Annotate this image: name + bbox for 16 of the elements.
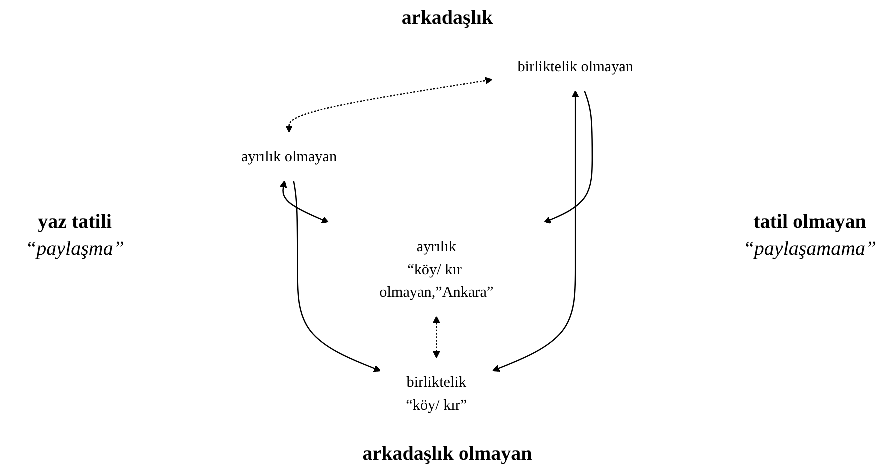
bracket-label: arkadaşlık — [402, 6, 494, 30]
arrow — [492, 90, 580, 372]
arrow — [286, 77, 493, 133]
node-text: birliktelik olmayan — [518, 58, 634, 75]
node-text: ayrılık olmayan — [242, 148, 338, 165]
node-text: birliktelik “köy/ kır” — [406, 374, 468, 414]
arrow — [293, 180, 382, 372]
arrow — [544, 90, 594, 224]
bracket-label: “paylaşma” — [26, 238, 124, 261]
bracket-label: yaz tatili — [38, 211, 112, 234]
arrow — [280, 180, 330, 224]
bracket-label: “paylaşamama” — [743, 238, 877, 261]
bracket-label: arkadaşlık olmayan — [362, 442, 532, 466]
node-text: ayrılık “köy/ kır olmayan,”Ankara” — [380, 238, 494, 300]
arrow — [432, 316, 440, 359]
bracket-label: tatil olmayan — [754, 211, 866, 234]
